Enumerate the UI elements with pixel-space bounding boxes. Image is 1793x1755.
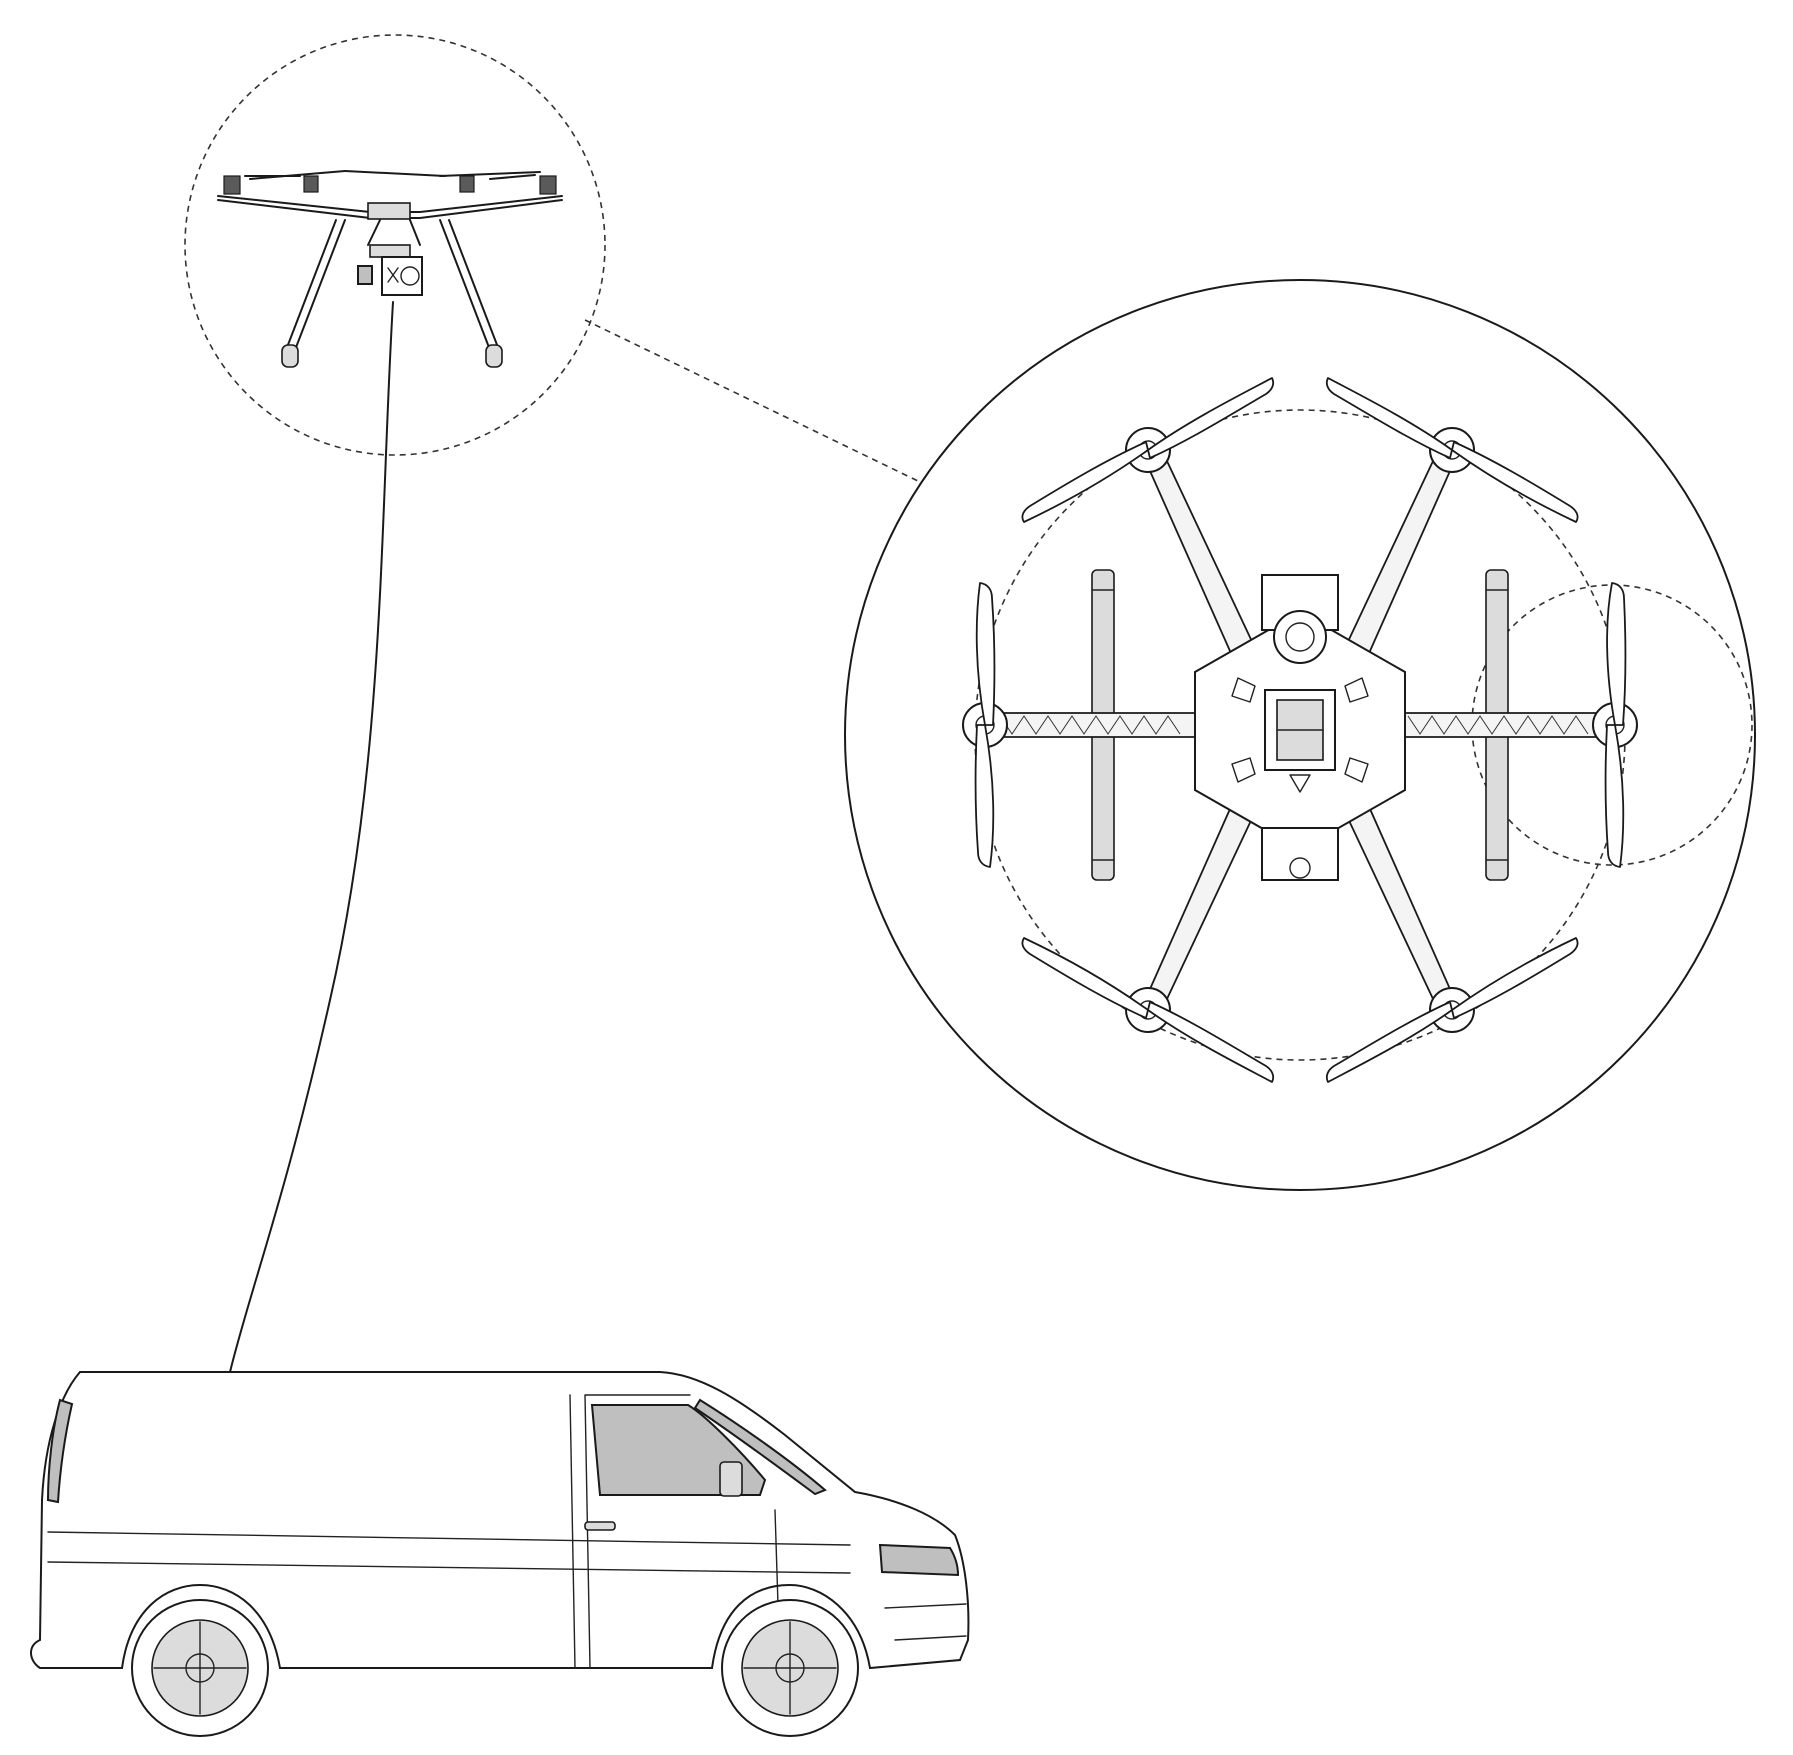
side-view-callout-circle <box>184 34 606 456</box>
rotor-detail-circle <box>1471 584 1753 866</box>
van-front-wheel <box>721 1599 859 1737</box>
top-view-motors <box>962 427 1638 1033</box>
flight-controller <box>1264 689 1336 771</box>
van-windshield <box>693 1398 827 1496</box>
van-bumper <box>884 1603 967 1641</box>
side-view-motors <box>223 175 557 195</box>
tether-cable <box>229 301 394 1373</box>
side-view-propellers <box>244 170 541 180</box>
landing-gear <box>281 219 503 368</box>
van-sliding-door <box>569 1394 691 1669</box>
van-side-stripe <box>47 1531 851 1574</box>
top-view-arms <box>989 440 1611 1020</box>
van-side-mirror <box>719 1461 743 1497</box>
van-headlight <box>878 1543 960 1577</box>
drone-top-view <box>844 279 1756 1191</box>
van-rear-wheel <box>131 1599 269 1737</box>
ground-vehicle-van <box>30 1371 970 1737</box>
top-view-callout-circle <box>844 279 1756 1191</box>
plate-cutouts <box>1231 677 1369 793</box>
van-rear-light <box>46 1398 74 1504</box>
top-view-propellers <box>974 377 1627 1083</box>
camera-gimbal <box>357 219 423 296</box>
top-view-camera-mount <box>1261 574 1339 881</box>
drone-side-view <box>184 34 606 456</box>
callout-connector-line <box>584 319 921 483</box>
van-door-handle <box>584 1521 616 1531</box>
